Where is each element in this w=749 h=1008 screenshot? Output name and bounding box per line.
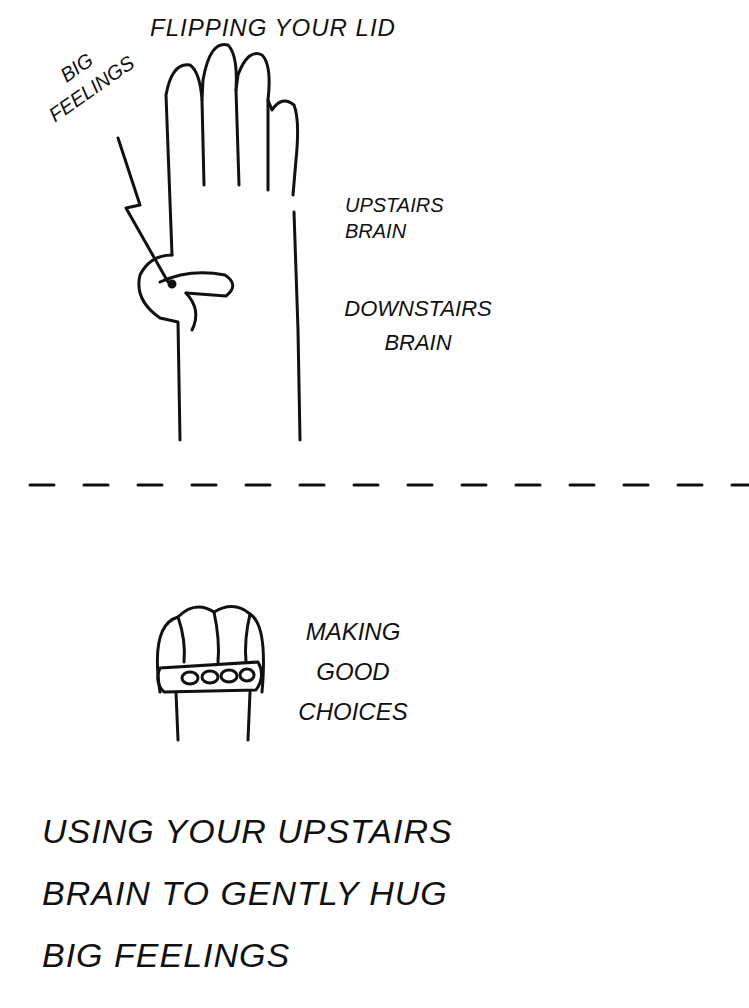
wrist-right-line bbox=[294, 212, 300, 440]
folded-thumb bbox=[186, 293, 196, 330]
part-label: DOWNSTAIRS BRAIN bbox=[343, 292, 493, 360]
finger-line bbox=[236, 90, 239, 185]
finger-nail bbox=[240, 669, 254, 681]
open-hand-outline bbox=[166, 44, 298, 255]
folded-thumb bbox=[160, 273, 233, 296]
wrist-line bbox=[176, 692, 178, 740]
part-label: MAKING GOOD CHOICES bbox=[278, 612, 428, 732]
finger-nail bbox=[202, 671, 218, 683]
diagram-title: FLIPPING YOUR LID bbox=[150, 14, 396, 42]
fist-finger-line bbox=[214, 612, 219, 662]
diagram-caption: USING YOUR UPSTAIRS BRAIN TO GENTLY HUG … bbox=[42, 800, 512, 986]
fist-thumb bbox=[158, 662, 262, 692]
fist-outline bbox=[157, 606, 263, 692]
finger-line bbox=[267, 100, 270, 190]
part-label: BIG FEELINGS bbox=[23, 25, 145, 132]
thumb-tip bbox=[169, 281, 175, 287]
lightning-leader bbox=[118, 138, 168, 282]
finger-line bbox=[202, 100, 204, 185]
dashed-divider bbox=[30, 484, 749, 487]
wrist-line bbox=[248, 692, 250, 740]
fist-finger-line bbox=[246, 614, 251, 662]
part-label: UPSTAIRS BRAIN bbox=[345, 192, 457, 244]
finger-nail bbox=[182, 672, 198, 684]
fist-finger-line bbox=[178, 617, 184, 662]
finger-nail bbox=[221, 670, 237, 682]
